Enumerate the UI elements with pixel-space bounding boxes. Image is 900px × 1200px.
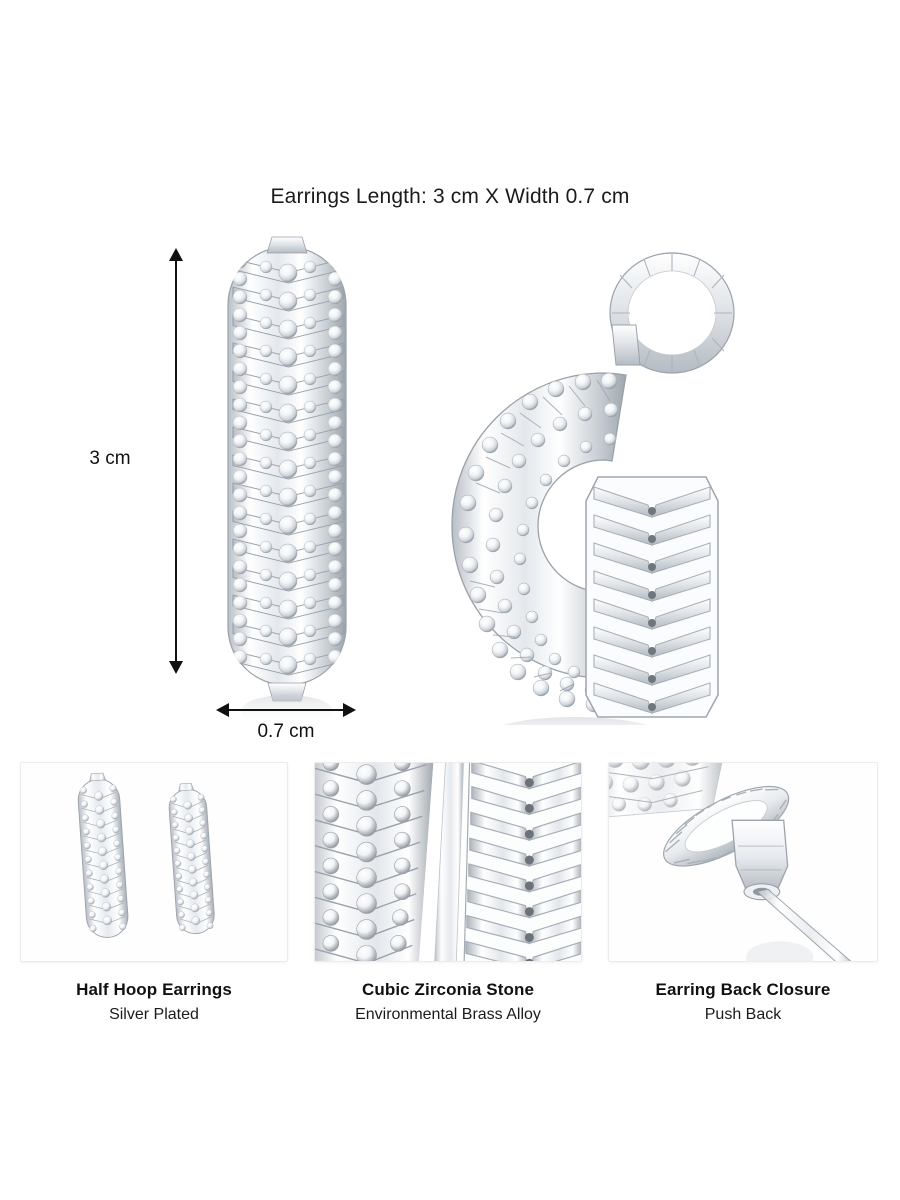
feature-caption-cubic-zirconia: Cubic Zirconia Stone Environmental Brass… [314, 978, 582, 1027]
feature-title: Half Hoop Earrings [76, 980, 232, 999]
feature-panel-cubic-zirconia [314, 762, 582, 962]
feature-caption-half-hoop: Half Hoop Earrings Silver Plated [20, 978, 288, 1027]
hoop-inner-grid [585, 476, 719, 718]
width-dimension-arrow [216, 702, 356, 718]
feature-subtitle: Push Back [704, 1006, 782, 1023]
earring-left [227, 236, 347, 725]
arrow-head-up-icon [169, 248, 183, 261]
feature-image-push-back [609, 763, 852, 961]
feature-subtitle: Environmental Brass Alloy [355, 1006, 541, 1023]
push-back-post [609, 252, 735, 374]
arrow-head-right-icon [343, 703, 356, 717]
height-dimension-label: 3 cm [89, 448, 131, 469]
arrow-head-down-icon [169, 661, 183, 674]
feature-caption-back-closure: Earring Back Closure Push Back [608, 978, 878, 1027]
height-dimension-arrow [168, 248, 184, 674]
arrow-shaft [175, 256, 177, 666]
feature-panel-back-closure [608, 762, 878, 962]
arrow-head-left-icon [216, 703, 229, 717]
hero-illustration [227, 236, 735, 725]
feature-panel-row [0, 762, 900, 962]
feature-title: Cubic Zirconia Stone [361, 980, 535, 999]
earring-right [451, 252, 735, 725]
width-dimension-label: 0.7 cm [257, 721, 315, 742]
page-title: Earrings Length: 3 cm X Width 0.7 cm [270, 185, 630, 208]
feature-subtitle: Silver Plated [109, 1006, 199, 1023]
hero-image-area [0, 225, 900, 725]
feature-panel-half-hoop [20, 762, 288, 962]
arrow-shaft [225, 709, 347, 711]
feature-image-cubic-zirconia [315, 763, 581, 961]
feature-image-half-hoop [77, 772, 215, 938]
feature-title: Earring Back Closure [655, 980, 831, 999]
